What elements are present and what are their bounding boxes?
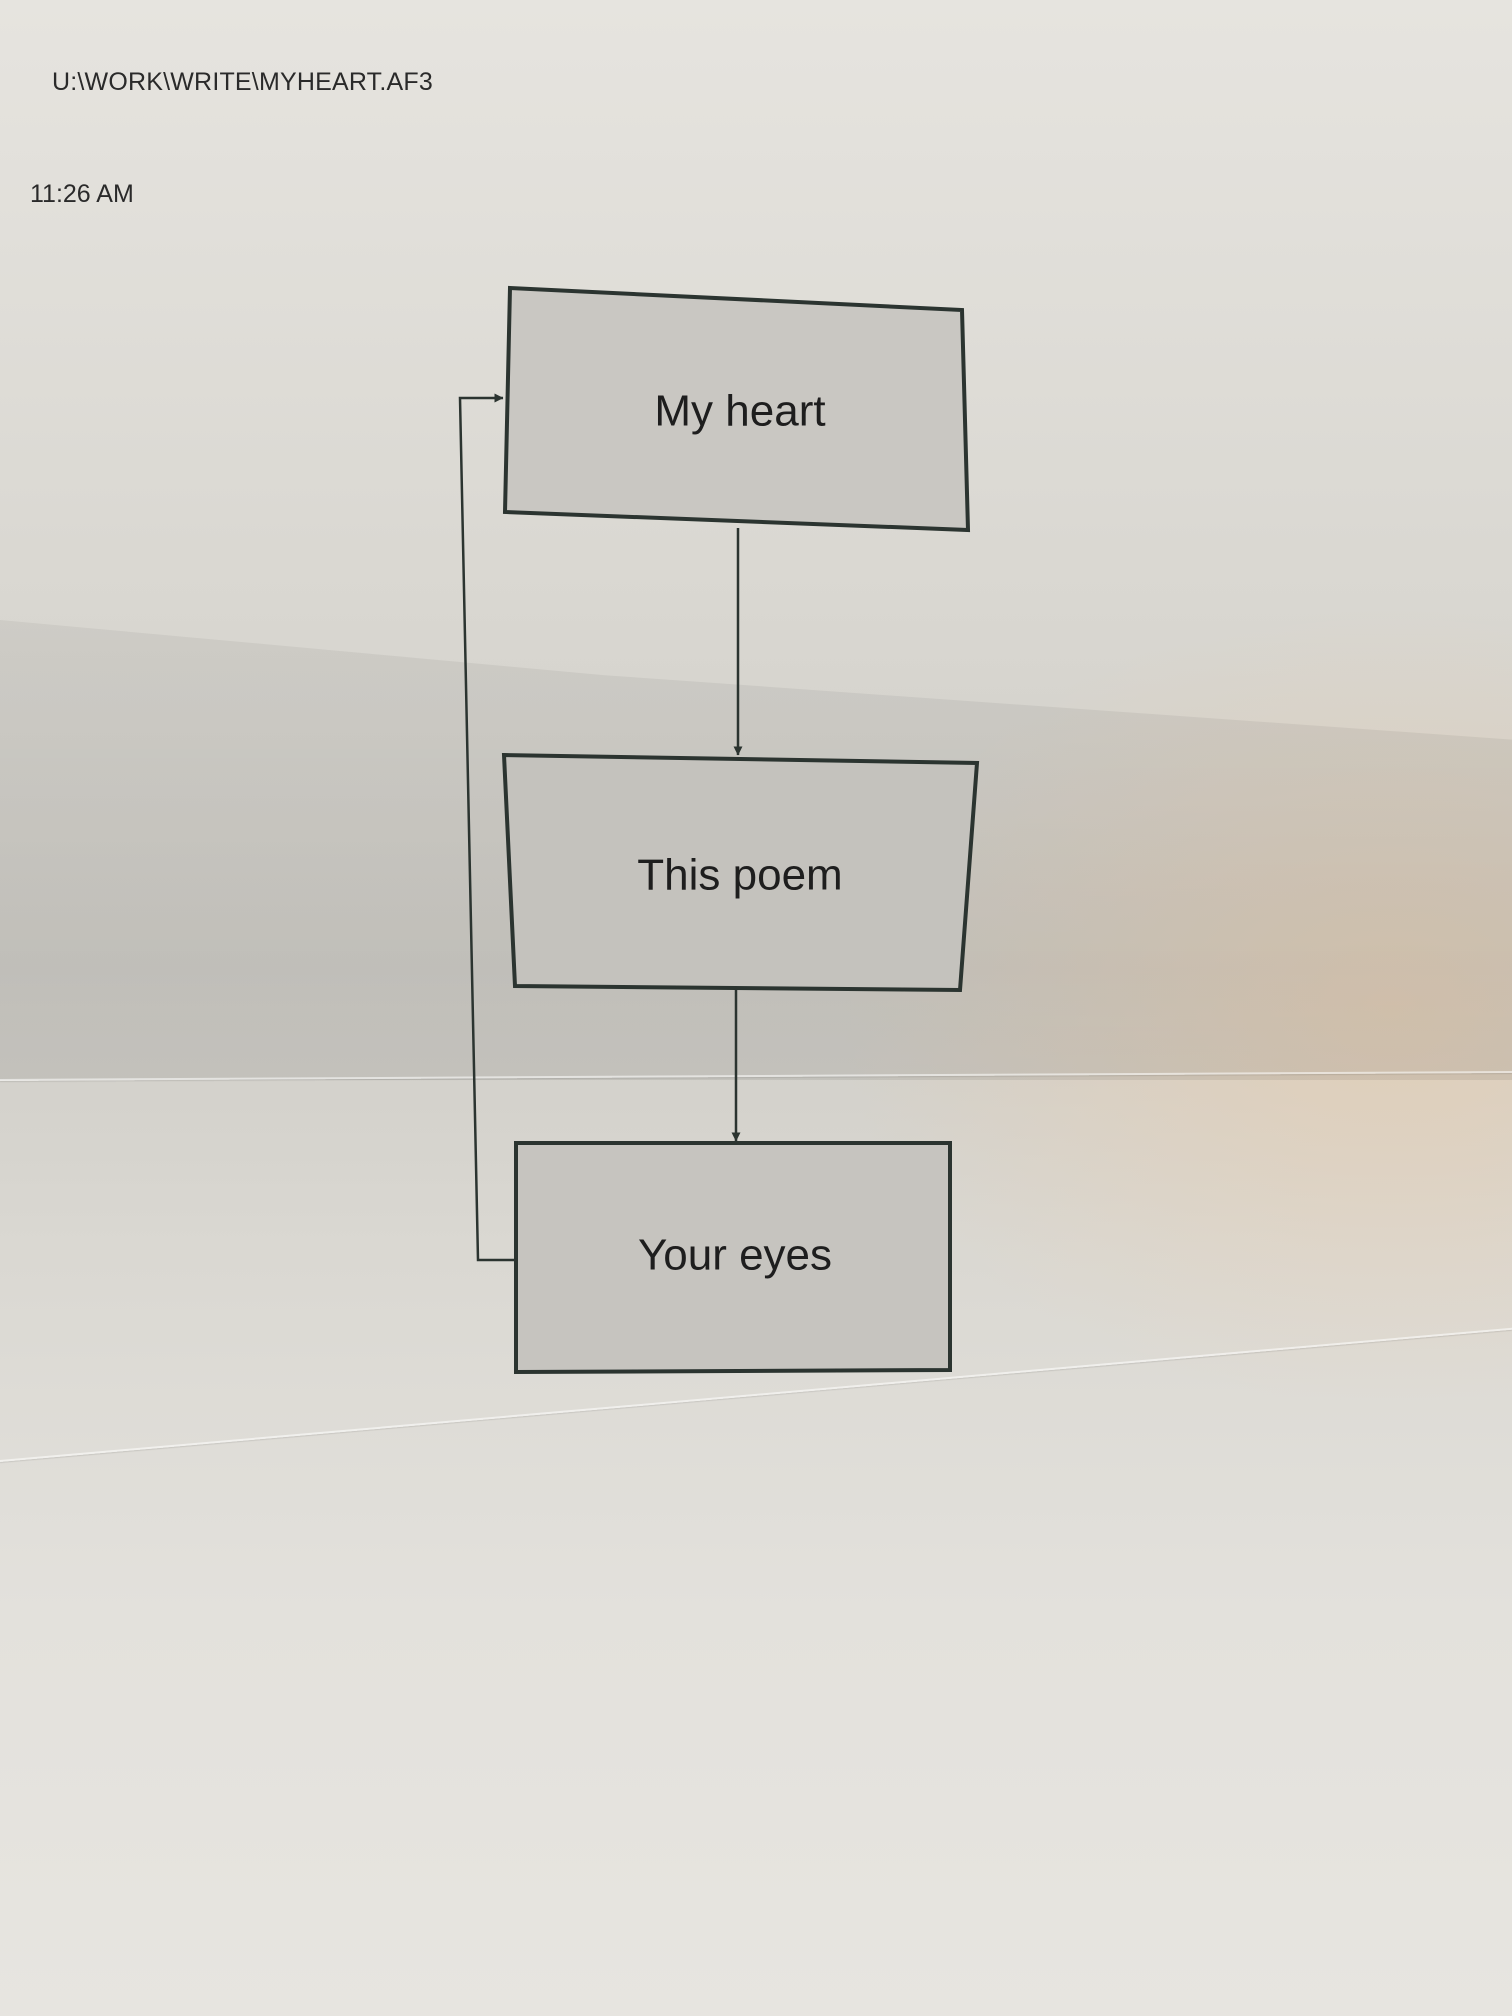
- print-time: 11:26 AM: [30, 180, 134, 208]
- node-your-eyes: Your eyes: [514, 1141, 952, 1375]
- arrow-eyes-to-heart: [458, 393, 516, 1262]
- file-path: U:\WORK\WRITE\MYHEART.AF3: [52, 68, 433, 96]
- node-label: Your eyes: [638, 1231, 832, 1280]
- node-box: [502, 285, 971, 533]
- node-label: My heart: [654, 387, 825, 436]
- node-my-heart: My heart: [502, 285, 971, 533]
- node-label: This poem: [637, 851, 842, 900]
- node-box: [514, 1141, 952, 1375]
- node-this-poem: This poem: [501, 752, 980, 993]
- node-box: [501, 752, 980, 993]
